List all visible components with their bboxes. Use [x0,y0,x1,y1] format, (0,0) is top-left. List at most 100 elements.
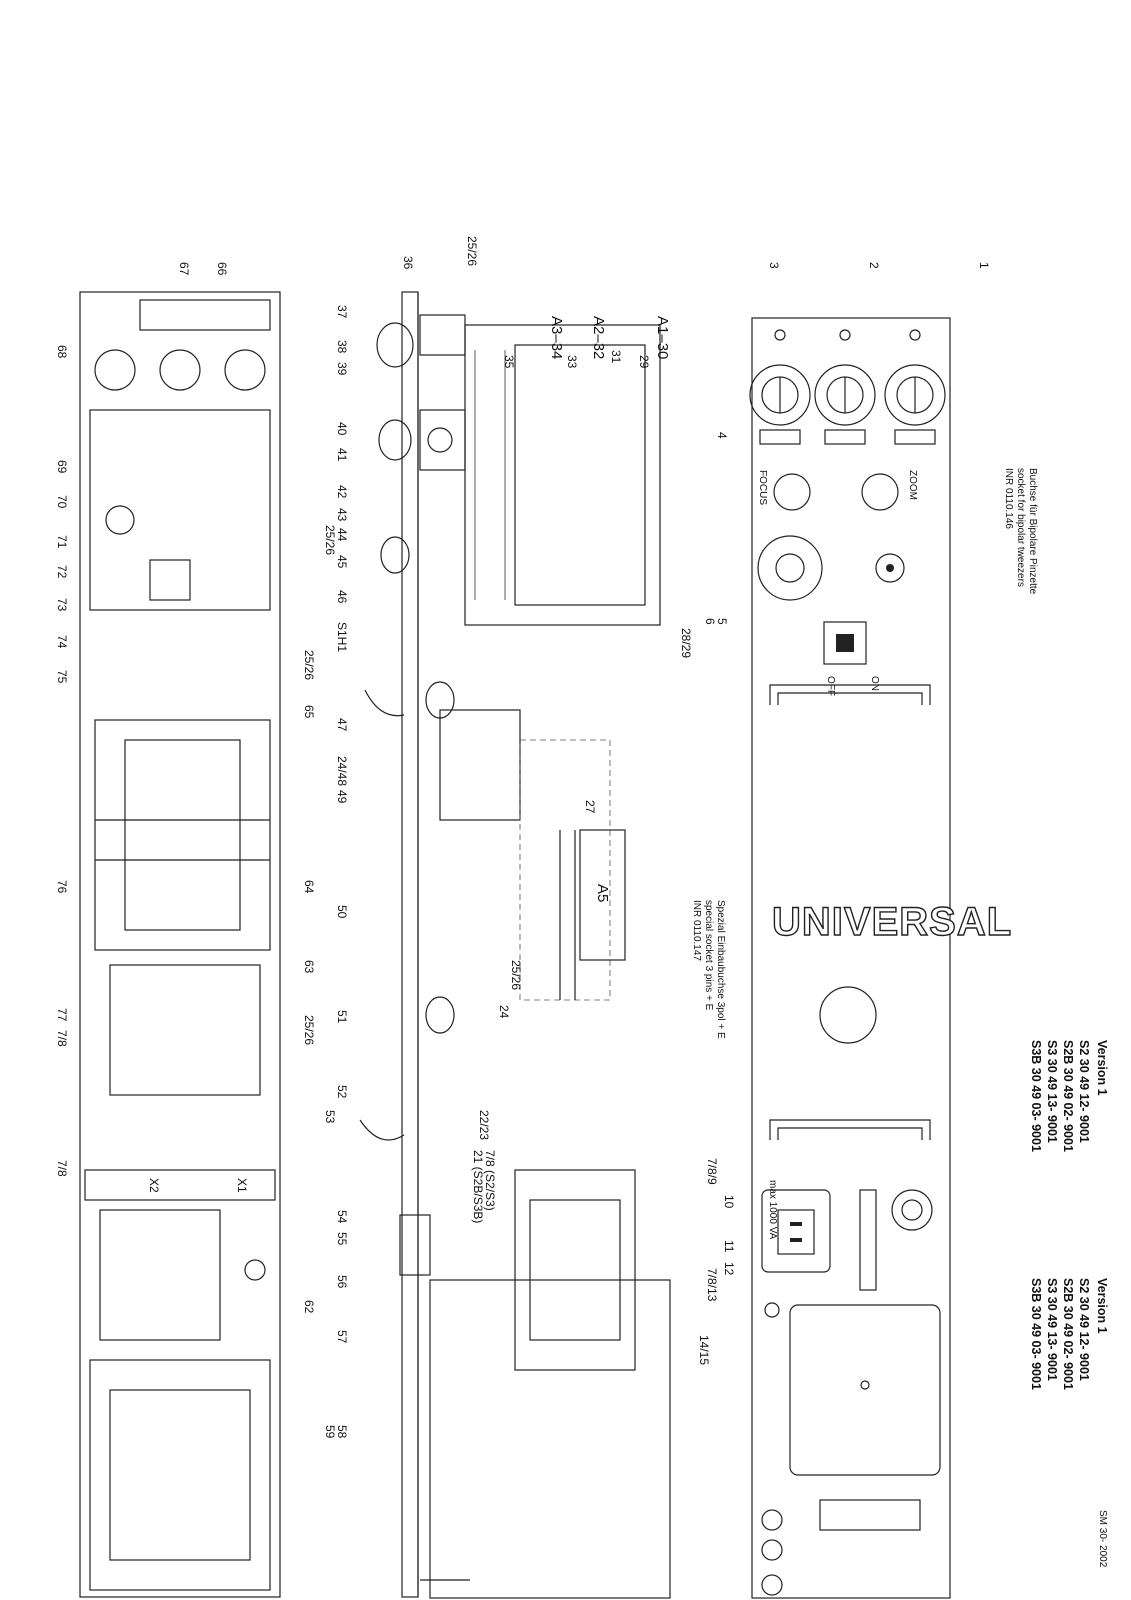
label-64: 64 [302,880,316,894]
front-panel: FOCUS ZOOM OFF ON UNIVERSAL max 1000 VA [749,317,1012,1599]
front-labels: 1 2 3 4 5 6 7/8/9 10 11 12 7/8/13 14/15 [697,262,991,1365]
label-57: 57 [335,1330,349,1344]
special-socket [891,1189,933,1231]
knob-side-45 [380,536,410,574]
special-socket-note: Spezial Einbaubuchse 3pol + E special so… [691,900,726,1039]
connector-55 [399,1214,431,1276]
label-55: 55 [335,1232,349,1246]
label-50: 50 [335,905,349,919]
fuse-strip [859,1189,877,1291]
label-25-26-b1: 25/26 [302,650,316,680]
label-39: 39 [335,362,349,376]
lamp-2 [839,329,851,341]
power-inlet-frame [761,1189,831,1273]
choke [99,1209,221,1341]
round-opening [819,986,877,1044]
label-25-26-top: 25/26 [465,236,479,266]
focus-knob [773,473,811,511]
version-1-title: Version 1 [1095,1040,1109,1096]
on-label: ON [869,676,880,691]
label-72: 72 [55,565,69,579]
zoom-knob [861,473,899,511]
transformer-76 [94,719,271,951]
version-1-row-2: S2B 30 49 02- 9001 [1061,1040,1075,1152]
version-1-row-3: S3 30 49 13- 9001 [1045,1040,1059,1143]
transformer-lower [89,1359,271,1591]
w-dial [757,535,823,601]
knob-2 [814,364,876,426]
power-rating: max 1000 VA [767,1180,778,1240]
label-42: 42 [335,485,349,499]
label-7-8-b1: 7/8 [55,1030,69,1047]
special-note-line-3: INR 0110.147 [691,900,702,961]
version-2-row-4: S3B 30 49 03- 9001 [1029,1278,1043,1390]
label-a5: A5 [594,884,611,902]
label-x1: X1 [235,1178,249,1193]
label-2: 2 [867,262,881,269]
chassis-top-labels: A1–30 29 31 A2–32 33 A3–34 35 [502,316,671,369]
version-2-row-1: S2 30 49 12- 9001 [1077,1278,1091,1381]
label-74: 74 [55,635,69,649]
label-11: 11 [722,1240,736,1253]
label-33: 33 [565,355,579,369]
handle-lower [769,1119,931,1140]
label-41: 41 [335,448,349,462]
knob-side-37 [376,322,414,368]
plate-63 [109,964,261,1096]
terminal-rail-x [84,1169,276,1201]
cover-plate [789,1304,941,1476]
label-63: 63 [302,960,316,974]
version-table-1: Version 1 S2 30 49 12- 9001 S2B 30 49 02… [1029,1040,1109,1152]
label-25-26-low: 25/26 [509,960,523,990]
label-31: 31 [609,350,623,364]
label-22-23: 22/23 [477,1110,491,1140]
fuse-3 [761,1574,783,1596]
power-inlet [777,1209,815,1255]
cable-53 [359,1119,405,1141]
connector-bu55 [94,349,136,391]
label-67: 67 [177,262,191,276]
label-62: 62 [302,1300,316,1314]
label-52: 52 [335,1085,349,1099]
slide-switch-fh-1 [894,429,936,445]
label-49: 49 [335,790,349,804]
label-54: 54 [335,1210,349,1224]
label-3: 3 [767,262,781,269]
label-x2: X2 [147,1178,161,1193]
label-59: 59 [323,1425,337,1439]
label-14-15: 14/15 [697,1335,711,1365]
focus-label: FOCUS [757,470,768,505]
label-36: 36 [401,256,415,270]
label-27: 27 [583,800,597,814]
label-7-8-s2-s3: 7/8 (S2/S3) [483,1150,497,1211]
fuse-2 [761,1539,783,1561]
label-38: 38 [335,340,349,354]
component-62 [244,1259,266,1281]
label-70: 70 [55,495,69,509]
label-21-s2b-s3b: 21 (S2B/S3B) [471,1150,485,1223]
power-switch [823,621,867,665]
version-table-2: Version 1 S2 30 49 12- 9001 S2B 30 49 02… [1029,1278,1109,1390]
special-note-line-2: special socket 3 pins + E [703,900,714,1011]
label-51: 51 [335,1010,349,1024]
label-35: 35 [502,355,516,369]
label-4: 4 [715,432,729,439]
side-view [359,291,671,1599]
knob-side-41 [378,419,412,461]
lamp-1 [909,329,921,341]
special-note-line-1: Spezial Einbaubuchse 3pol + E [715,900,726,1039]
label-69: 69 [55,460,69,474]
fan-72 [105,505,135,535]
label-24: 24 [497,1005,511,1019]
label-a2-32: A2–32 [590,316,607,359]
slide-switch-mid [824,429,866,445]
label-73: 73 [55,598,69,612]
label-56: 56 [335,1275,349,1289]
board-69 [89,409,271,611]
label-25-26-b2: 25/26 [302,1015,316,1045]
terminal-block-66 [139,299,271,331]
bipolar-socket [875,553,905,583]
rating-plate [819,1499,921,1531]
label-29: 29 [637,355,651,369]
